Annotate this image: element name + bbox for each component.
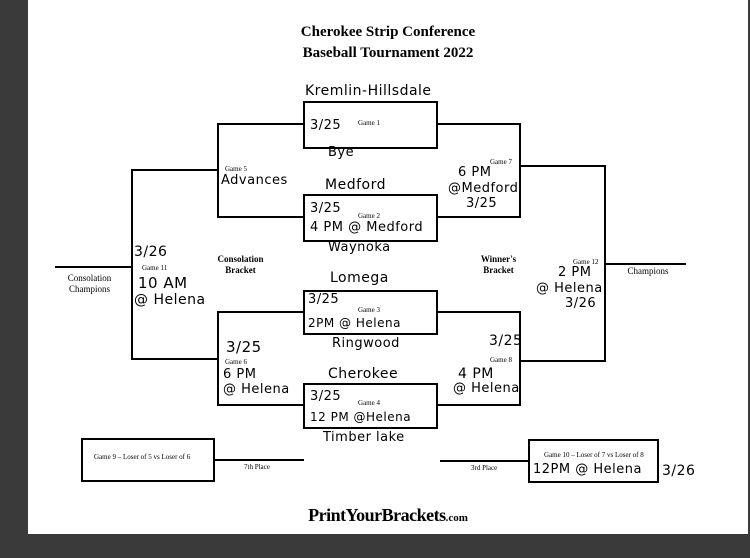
game-4-date: 3/25: [310, 389, 342, 404]
game-12-place: @ Helena: [536, 281, 603, 296]
game-10-date: 3/26: [662, 463, 696, 479]
game-3-bottom-team: Ringwood: [332, 336, 400, 351]
game-4-bottom-team: Timber lake: [323, 430, 405, 445]
game-3-box: [303, 290, 438, 335]
game-11-time: 10 AM: [138, 274, 188, 292]
game-6-place: @ Helena: [223, 382, 290, 397]
champion-line: [604, 263, 686, 265]
title-line-2: Baseball Tournament 2022: [302, 45, 474, 61]
game-5-bottom-line: [217, 216, 304, 218]
game-6-label: Game 6: [225, 358, 247, 366]
game-2-bottom-team: Waynoka: [328, 240, 391, 255]
game-7-label: Game 7: [490, 158, 512, 166]
game-3-label: Game 3: [358, 306, 380, 314]
bracket-sheet: Cherokee Strip Conference Baseball Tourn…: [28, 0, 748, 534]
game-2-box: [303, 194, 438, 242]
game-1-bottom-team: Bye: [328, 145, 355, 160]
game-12-bottom-line: [519, 360, 606, 362]
game-6-time: 6 PM: [223, 367, 257, 382]
game-4-box: [303, 383, 438, 429]
game-7-vertical: [519, 123, 521, 217]
game-2-time: 4 PM @ Medford: [310, 220, 424, 235]
game-8-vertical: [519, 311, 521, 405]
game-4-label: Game 4: [358, 399, 380, 407]
brand-name: PrintYourBrackets: [308, 505, 446, 525]
game-10-label: Game 10 – Loser of 7 vs Loser of 8: [544, 451, 644, 459]
brand-tld: .com: [445, 512, 468, 524]
game-3-top-team: Lomega: [330, 270, 389, 286]
seventh-place-line: [214, 459, 304, 461]
champions-label: Champions: [627, 266, 669, 276]
game-2-top-team: Medford: [325, 177, 386, 193]
winners-bracket-label: Winner's Bracket: [480, 254, 517, 276]
game-8-bottom-line: [437, 404, 521, 406]
game-5-label: Game 5: [225, 165, 247, 173]
game-11-place: @ Helena: [134, 292, 206, 308]
game-1-label: Game 1: [358, 119, 380, 127]
game-8-label: Game 8: [490, 356, 512, 364]
seventh-place-label: 7th Place: [244, 463, 270, 471]
game-9-label: Game 9 – Loser of 5 vs Loser of 6: [94, 453, 191, 461]
game-3-time: 2PM @ Helena: [308, 316, 401, 330]
game-10-time: 12PM @ Helena: [533, 462, 642, 477]
game-6-top-line: [217, 311, 304, 313]
game-4-time: 12 PM @Helena: [310, 410, 412, 424]
title-line-1: Cherokee Strip Conference: [300, 24, 476, 40]
game-11-top-line: [131, 169, 218, 171]
game-3-date: 3/25: [308, 292, 340, 307]
page-title: Cherokee Strip Conference Baseball Tourn…: [28, 22, 748, 64]
game-2-label: Game 2: [358, 212, 380, 220]
game-11-vertical: [131, 169, 133, 359]
third-place-label: 3rd Place: [471, 464, 497, 472]
game-5-vertical: [217, 123, 219, 217]
game-8-time: 4 PM: [458, 366, 494, 382]
third-place-line: [440, 460, 529, 462]
game-5-note: Advances: [221, 173, 288, 188]
game-8-place: @ Helena: [453, 381, 520, 396]
game-12-top-line: [519, 165, 606, 167]
game-4-top-team: Cherokee: [328, 366, 399, 382]
consolation-champion-line: [55, 266, 132, 268]
brand-logo: PrintYourBrackets.com: [28, 505, 748, 526]
game-7-top-line: [437, 123, 521, 125]
game-1-box: [303, 101, 438, 149]
game-7-bottom-line: [437, 216, 521, 218]
game-11-label: Game 11: [142, 264, 168, 272]
game-7-place: @Medford: [448, 181, 519, 196]
game-11-date: 3/26: [134, 244, 168, 260]
game-8-top-line: [437, 311, 521, 313]
game-12-time: 2 PM: [558, 265, 592, 280]
game-12-date: 3/26: [565, 296, 597, 311]
consolation-champions-label: Consolation Champions: [67, 273, 112, 295]
game-2-date: 3/25: [310, 201, 342, 216]
game-6-vertical: [217, 311, 219, 405]
third-place-text: 3rd Place: [471, 464, 498, 472]
game-6-date: 3/25: [226, 338, 262, 356]
game-7-time: 6 PM: [458, 165, 492, 180]
game-7-date: 3/25: [466, 196, 498, 211]
game-1-date: 3/25: [310, 118, 342, 133]
game-1-top-team: Kremlin-Hillsdale: [305, 83, 432, 99]
game-5-top-line: [217, 123, 304, 125]
game-11-bottom-line: [131, 358, 218, 360]
game-8-date: 3/25: [489, 333, 523, 349]
consolation-bracket-label: Consolation Bracket: [217, 254, 264, 276]
game-12-label: Game 12: [573, 258, 599, 266]
game-10-box: [528, 439, 659, 483]
game-9-box: [81, 438, 215, 482]
game-6-bottom-line: [217, 404, 304, 406]
seventh-place-text: 7th Place: [244, 463, 270, 471]
